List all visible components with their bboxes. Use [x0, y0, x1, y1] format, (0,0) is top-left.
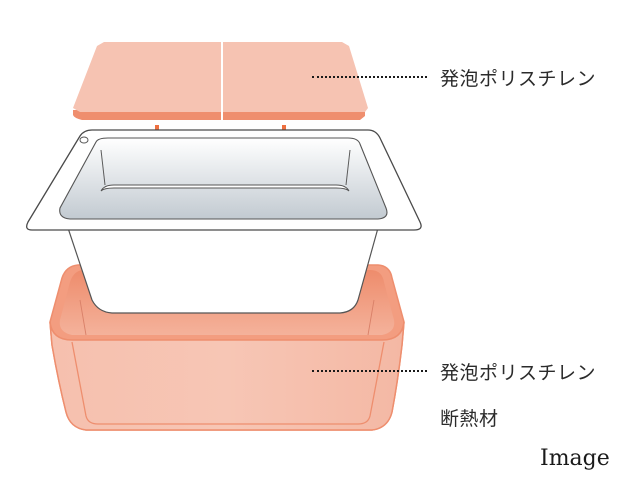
insulation-type-label: 断熱材 — [440, 408, 499, 430]
bathtub — [26, 129, 422, 314]
lid-leader-line — [312, 76, 427, 78]
insulation-leader-line — [312, 370, 427, 372]
foam-insulation-front — [49, 299, 405, 431]
foam-lid — [73, 42, 368, 120]
insulation-material-label: 発泡ポリスチレン — [440, 362, 597, 384]
image-caption: Image — [540, 446, 610, 471]
lid-material-label: 発泡ポリスチレン — [440, 68, 597, 90]
